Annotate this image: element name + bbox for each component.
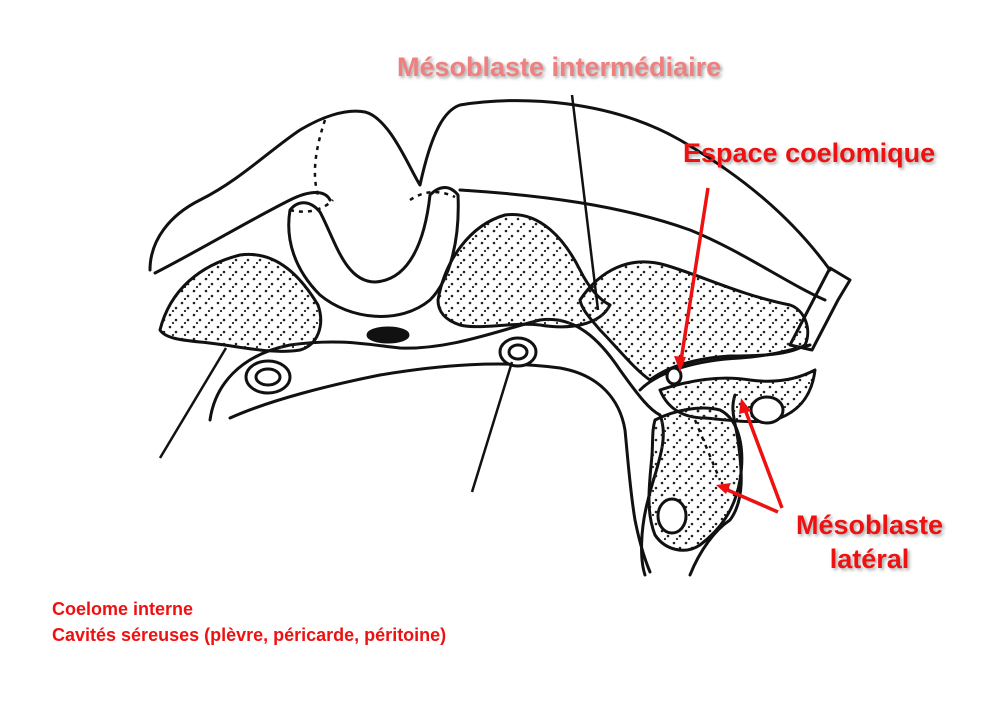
- label-mesoblaste-lateral-line1: Mésoblaste: [796, 510, 944, 540]
- notochord: [366, 326, 410, 344]
- label-espace-coelomique: Espace coelomique: [683, 138, 936, 168]
- caption-line-cavites-sereuses: Cavités séreuses (plèvre, péricarde, pér…: [52, 625, 447, 645]
- body-contour-lower: [208, 317, 665, 577]
- arrowhead-lateral-upper: [739, 398, 751, 414]
- ectoderm-outer-surface: [148, 99, 832, 272]
- label-mesoblaste-lateral-line2: latéral: [829, 544, 910, 574]
- label-mesoblaste-intermediaire: Mésoblaste intermédiaire: [397, 52, 722, 82]
- intermediate-mesoderm: [578, 260, 810, 382]
- arrow-meso-lateral-upper: [741, 403, 784, 509]
- caption-line-coelome-interne: Coelome interne: [52, 599, 194, 619]
- arrow-espace-coelomique: [678, 187, 710, 368]
- coelomic-space-small: [665, 366, 683, 386]
- pointer-line-center: [470, 361, 514, 493]
- pointer-line-left: [158, 347, 228, 459]
- dorsal-aorta-left-inner: [254, 367, 282, 387]
- ectoderm-inner-surface: [153, 188, 827, 302]
- caption-block: Coelome interne Cavités séreuses (plèvre…: [52, 596, 446, 648]
- label-mesoblaste-lateral: Mésoblaste latéral: [796, 508, 943, 576]
- arrow-meso-lateral-lower: [722, 486, 779, 514]
- dotted-line-4: [693, 419, 722, 481]
- neural-tube: [287, 186, 460, 318]
- coelomic-vessel-lower: [656, 497, 688, 535]
- coelomic-vessel-right: [749, 395, 785, 425]
- arrowhead-lateral-lower: [716, 483, 731, 494]
- paraxial-mesoderm-left: [158, 252, 323, 353]
- pointer-line-meso-inter: [570, 94, 600, 311]
- arrowhead-espace: [674, 356, 686, 372]
- dorsal-aorta-right-inner: [507, 343, 529, 361]
- dotted-line-1: [313, 119, 327, 196]
- endoderm-inner-contour: [228, 362, 652, 574]
